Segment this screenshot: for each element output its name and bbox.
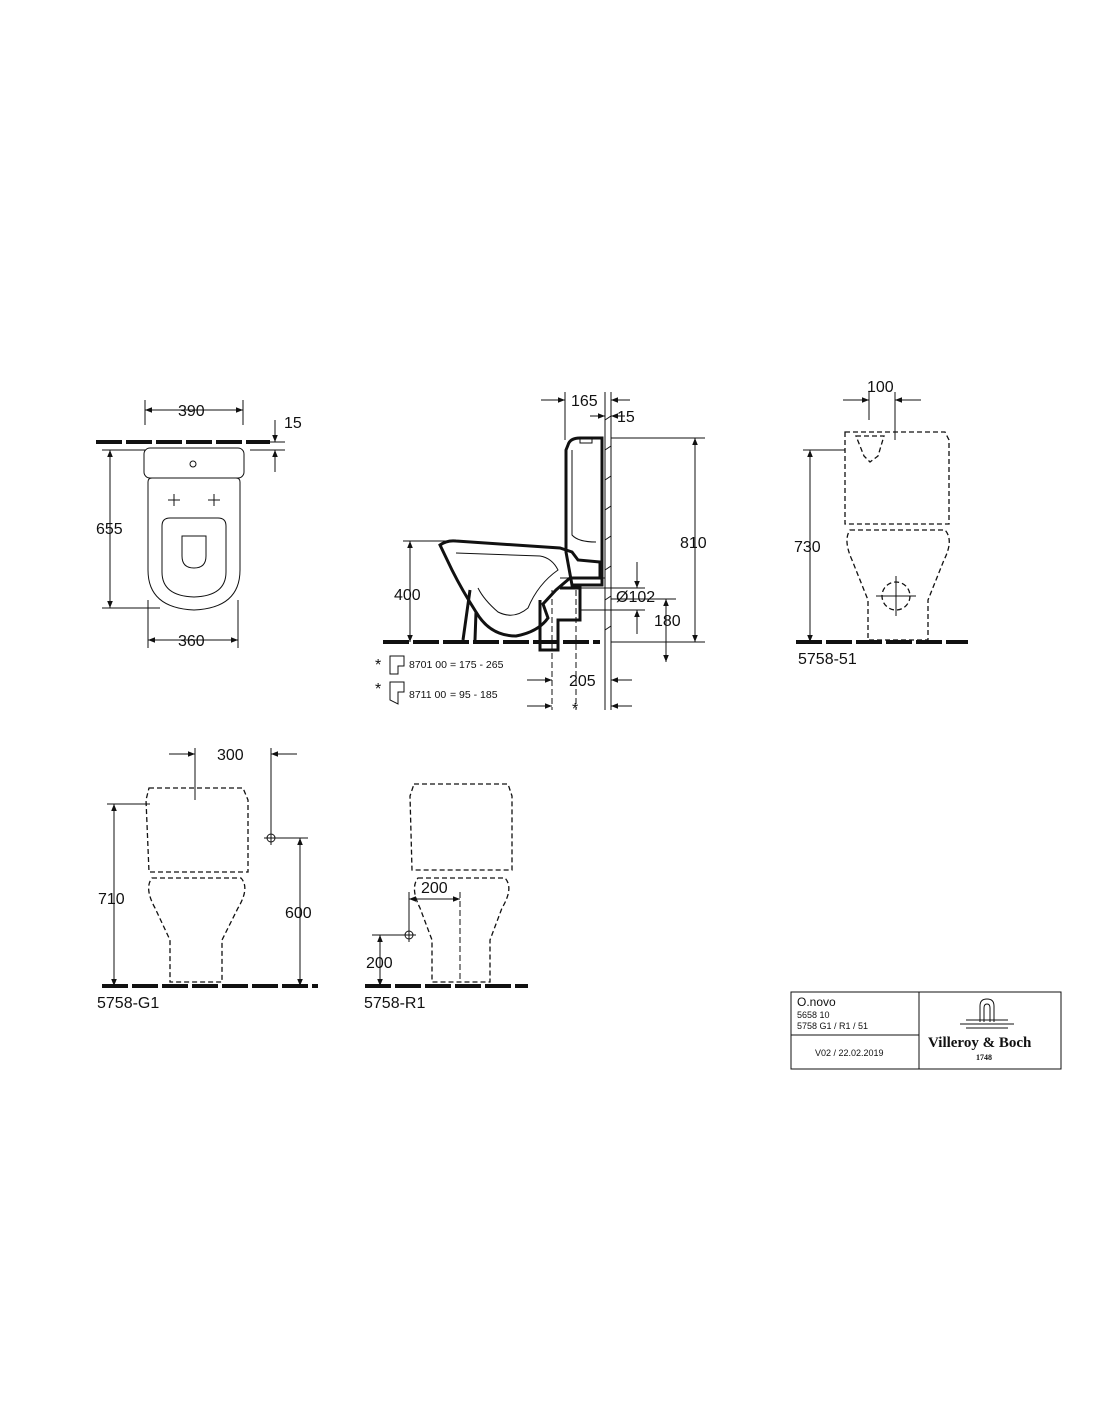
logo-year: 1748: [976, 1053, 992, 1062]
dim-d102: Ø102: [616, 589, 655, 606]
dim-600: 600: [285, 905, 312, 922]
product-name: O.novo: [797, 995, 836, 1009]
product-code-2: 5758 G1 / R1 / 51: [797, 1021, 868, 1031]
dim-810: 810: [680, 535, 707, 552]
option2-range: = 95 - 185: [450, 689, 498, 701]
dim-400: 400: [394, 587, 421, 604]
label-5758-R1: 5758-R1: [364, 995, 425, 1012]
dim-15-side: 15: [617, 409, 635, 426]
dim-100: 100: [867, 379, 894, 396]
dim-655: 655: [96, 521, 123, 538]
option2-code: 8711 00: [409, 689, 446, 701]
asterisk-option2: *: [375, 681, 381, 698]
view-5758-R1: 200 200 5758-R1: [364, 783, 528, 1012]
view-5758-G1: 300 710 600 5758-G1: [97, 747, 318, 1012]
title-block: O.novo 5658 10 5758 G1 / R1 / 51 V02 / 2…: [790, 991, 1062, 1070]
dim-390: 390: [178, 403, 205, 420]
product-code-1: 5658 10: [797, 1010, 830, 1020]
option1-code: 8701 00: [409, 659, 447, 671]
option1-range: = 175 - 265: [450, 659, 504, 671]
dim-360: 360: [178, 633, 205, 650]
label-5758-51: 5758-51: [798, 651, 857, 668]
dim-205: 205: [569, 673, 596, 690]
villeroy-boch-logo: Villeroy & Boch 1748: [928, 998, 1032, 1062]
side-view: 165 15 810 400 Ø102: [375, 392, 707, 718]
dim-730: 730: [794, 539, 821, 556]
dim-15-top: 15: [284, 415, 302, 432]
asterisk-205: *: [572, 701, 578, 718]
logo-wordmark: Villeroy & Boch: [928, 1035, 1032, 1051]
dim-710: 710: [98, 891, 125, 908]
dim-200-horizontal: 200: [421, 880, 448, 897]
elbow-icon: [389, 655, 405, 675]
view-5758-51: 100 730 5758-51: [794, 379, 968, 668]
dim-165: 165: [571, 393, 598, 410]
straight-connector-icon: [389, 681, 405, 705]
top-view: 390 15 655 360: [96, 400, 302, 650]
dim-300: 300: [217, 747, 244, 764]
label-5758-G1: 5758-G1: [97, 995, 159, 1012]
dim-180: 180: [654, 613, 681, 630]
asterisk-option1: *: [375, 657, 381, 674]
version-date: V02 / 22.02.2019: [815, 1048, 884, 1058]
dim-200-vertical: 200: [366, 955, 393, 972]
